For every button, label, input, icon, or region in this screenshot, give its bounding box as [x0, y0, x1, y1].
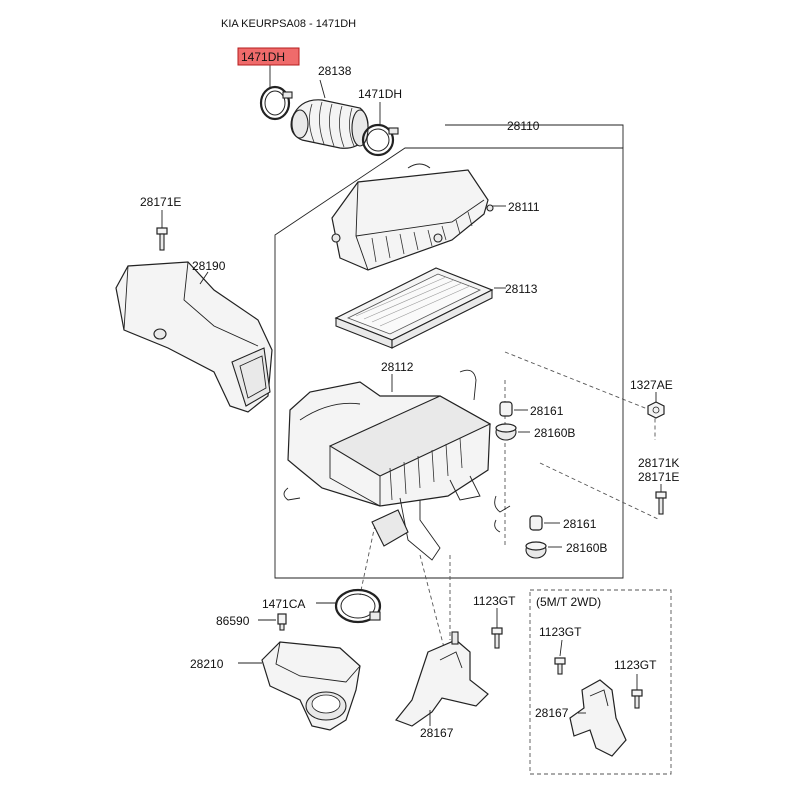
nut-1327ae[interactable]	[647, 401, 665, 419]
assembly-frame	[274, 147, 624, 579]
leader-1123gt-box-left	[559, 639, 563, 657]
bolt-1123gt-box-left[interactable]	[554, 657, 566, 675]
callout-1471dh-highlighted[interactable]: 1471DH	[241, 50, 285, 64]
callout-86590[interactable]: 86590	[216, 614, 250, 628]
bracket-28167-center[interactable]	[395, 631, 489, 727]
callout-28210[interactable]: 28210	[190, 657, 224, 671]
pipe-fitting	[459, 369, 477, 401]
callout-28167-center[interactable]: 28167	[420, 726, 454, 740]
callout-28171e-right[interactable]: 28171E	[638, 470, 679, 484]
callout-28138[interactable]: 28138	[318, 64, 352, 78]
clamp-1471dh-right[interactable]	[361, 123, 399, 157]
callout-28167-box[interactable]: 28167	[535, 706, 569, 720]
callout-variant: (5M/T 2WD)	[536, 595, 601, 609]
callout-1123gt-box-left[interactable]: 1123GT	[539, 625, 582, 639]
dash-leader-clamp	[359, 524, 376, 596]
air-cleaner-body-28112[interactable]	[287, 381, 492, 561]
intake-duct-28190[interactable]	[115, 261, 273, 413]
leader-28110	[445, 124, 624, 148]
air-filter-28113[interactable]	[334, 267, 494, 349]
callout-28160b-upper[interactable]: 28160B	[534, 426, 575, 440]
highlight-box	[237, 47, 300, 66]
dash-leader-28171k	[539, 462, 661, 521]
callout-28111[interactable]: 28111	[508, 200, 540, 214]
callout-1471ca[interactable]: 1471CA	[262, 597, 305, 611]
variant-box	[529, 589, 672, 775]
leader-28190	[199, 271, 209, 285]
clip-left	[283, 487, 301, 501]
bracket-28167-box[interactable]	[569, 679, 627, 757]
callout-28113[interactable]: 28113	[505, 282, 538, 296]
air-cleaner-cover-28111[interactable]	[331, 163, 494, 271]
grommet-28161-lower[interactable]	[529, 515, 543, 531]
insulator-28160b-lower[interactable]	[525, 541, 547, 559]
callout-28110[interactable]: 28110	[507, 119, 540, 133]
insulator-28160b-upper[interactable]	[495, 423, 517, 441]
hose-28138[interactable]	[290, 99, 369, 149]
resonator-28210[interactable]	[261, 641, 361, 731]
callout-28190[interactable]: 28190	[192, 259, 226, 273]
callout-28160b-lower[interactable]: 28160B	[566, 541, 607, 555]
callout-1471dh-right[interactable]: 1471DH	[358, 87, 402, 101]
clamp-1471dh-left[interactable]	[259, 85, 293, 121]
diagram-title: KIA KEURPSA08 - 1471DH	[221, 18, 356, 30]
bolt-1123gt-box-right[interactable]	[631, 689, 643, 709]
callout-28171e-left[interactable]: 28171E	[140, 195, 181, 209]
callout-1123gt-center[interactable]: 1123GT	[473, 594, 516, 608]
bolt-1123gt-center[interactable]	[491, 627, 503, 649]
sensor-86590[interactable]	[277, 613, 287, 631]
callout-28161-lower[interactable]: 28161	[563, 517, 597, 531]
bolt-28171k-right[interactable]	[655, 491, 667, 515]
callout-28171k[interactable]: 28171K	[638, 456, 679, 470]
callout-28161-upper[interactable]: 28161	[530, 404, 564, 418]
callout-28112[interactable]: 28112	[381, 360, 414, 374]
dash-leader-1327ae	[504, 351, 656, 440]
clamp-1471ca[interactable]	[334, 588, 382, 624]
clip-right	[494, 495, 511, 533]
callout-1327ae[interactable]: 1327AE	[630, 378, 673, 392]
dash-leader-bracket	[419, 554, 456, 691]
bolt-28171e-left[interactable]	[156, 227, 168, 251]
callout-1123gt-box-right[interactable]: 1123GT	[614, 658, 657, 672]
leader-28138	[319, 79, 326, 99]
grommet-28161-upper[interactable]	[499, 401, 513, 417]
